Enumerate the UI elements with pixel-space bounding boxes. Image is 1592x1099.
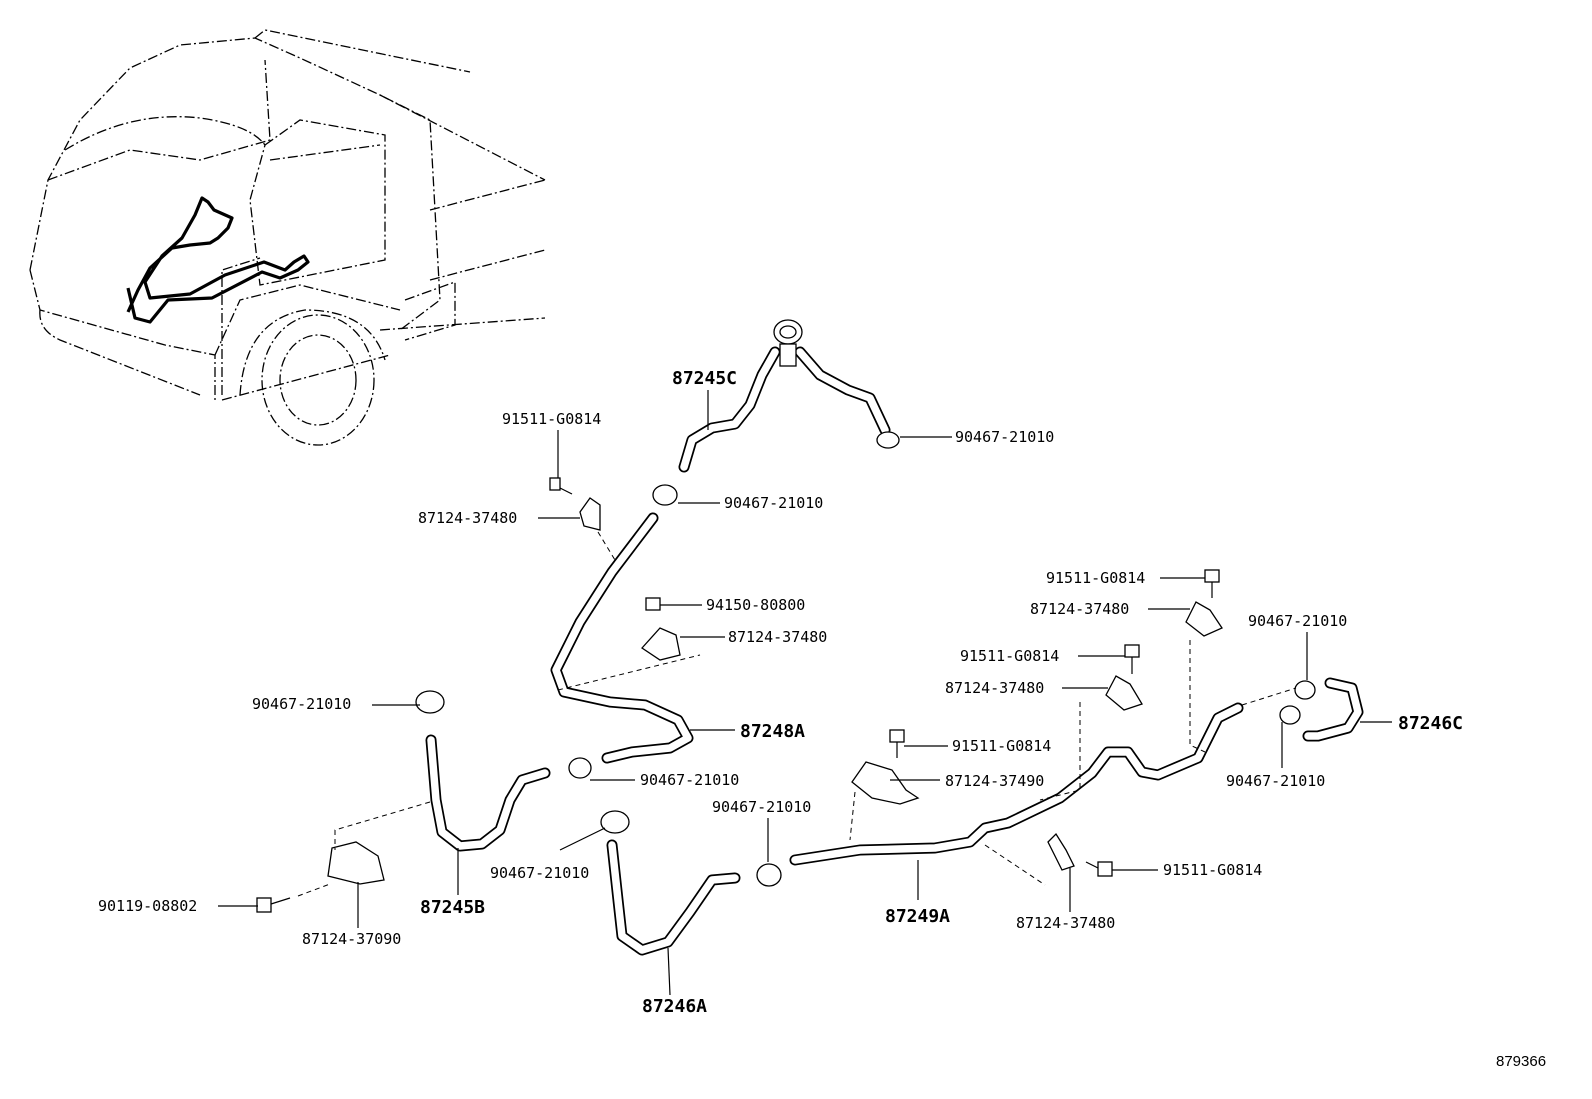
hose-clamp-top — [773, 319, 803, 367]
label-nut-mid: 94150-80800 — [706, 596, 805, 614]
label-clamp-center: 90467-21010 — [712, 798, 811, 816]
bracket-icon — [851, 761, 920, 805]
label-bolt-right-mid: 91511-G0814 — [960, 647, 1059, 665]
label-87245B: 87245B — [420, 897, 485, 918]
hose-clamp — [876, 431, 900, 449]
label-bracket-right-bottom: 87124-37480 — [1016, 914, 1115, 932]
bracket-icon — [579, 497, 601, 531]
label-clamp-far-right-bottom: 90467-21010 — [1226, 772, 1325, 790]
hose-clamp — [568, 757, 592, 779]
nut-icon — [645, 597, 661, 611]
label-87246C: 87246C — [1398, 713, 1463, 734]
label-bolt-bottom-left: 90119-08802 — [98, 897, 197, 915]
hose-routing-line — [126, 196, 310, 324]
label-bracket-right-mid: 87124-37480 — [945, 679, 1044, 697]
label-bolt-top-left: 91511-G0814 — [502, 410, 601, 428]
hose-clamp — [756, 863, 782, 887]
bracket-icon — [1105, 675, 1143, 711]
label-bracket-upper-left: 87124-37480 — [418, 509, 517, 527]
label-bracket-bottom-left: 87124-37090 — [302, 930, 401, 948]
bolt-icon — [1085, 861, 1113, 877]
bracket-icon — [641, 627, 681, 661]
bracket-icon — [327, 841, 385, 885]
hose-labels: 87245C 87248A 87245B 87246A 87249A 87246… — [420, 368, 1463, 1017]
label-clamp-far-right-top: 90467-21010 — [1248, 612, 1347, 630]
label-clamp-bottom-left: 90467-21010 — [490, 864, 589, 882]
label-bracket-mid: 87124-37480 — [728, 628, 827, 646]
hose-clamp — [652, 484, 678, 506]
bolt-icon — [549, 477, 573, 495]
label-bracket-center: 87124-37490 — [945, 772, 1044, 790]
label-clamp-top-right: 90467-21010 — [955, 428, 1054, 446]
label-87246A: 87246A — [642, 996, 707, 1017]
label-clamp-left: 90467-21010 — [252, 695, 351, 713]
label-clamp-upper-mid: 90467-21010 — [724, 494, 823, 512]
label-clamp-lower-mid: 90467-21010 — [640, 771, 739, 789]
label-87249A: 87249A — [885, 906, 950, 927]
hose-clamp — [1294, 680, 1316, 700]
leader-lines — [218, 390, 1392, 996]
truck-outline — [29, 29, 546, 446]
bracket-icon — [1047, 832, 1075, 871]
bolt-icon — [256, 897, 291, 913]
bolt-icon — [1124, 644, 1140, 674]
reference-lines — [297, 531, 1297, 897]
label-87248A: 87248A — [740, 721, 805, 742]
hose-clamp — [1279, 705, 1301, 725]
hose-clamp — [600, 810, 630, 834]
bracket-icon — [1185, 601, 1223, 637]
part-labels: 91511-G0814 90467-21010 90467-21010 8712… — [98, 410, 1347, 948]
fittings — [256, 319, 1316, 913]
label-bracket-right-top: 87124-37480 — [1030, 600, 1129, 618]
label-87245C: 87245C — [672, 368, 737, 389]
diagram-reference-number: 879366 — [1496, 1053, 1546, 1070]
bolt-icon — [889, 729, 905, 758]
label-bolt-right-top: 91511-G0814 — [1046, 569, 1145, 587]
hoses — [425, 346, 1364, 956]
bolt-icon — [1204, 569, 1220, 598]
label-bolt-center: 91511-G0814 — [952, 737, 1051, 755]
label-bolt-right-bottom: 91511-G0814 — [1163, 861, 1262, 879]
hose-clamp — [415, 690, 445, 714]
